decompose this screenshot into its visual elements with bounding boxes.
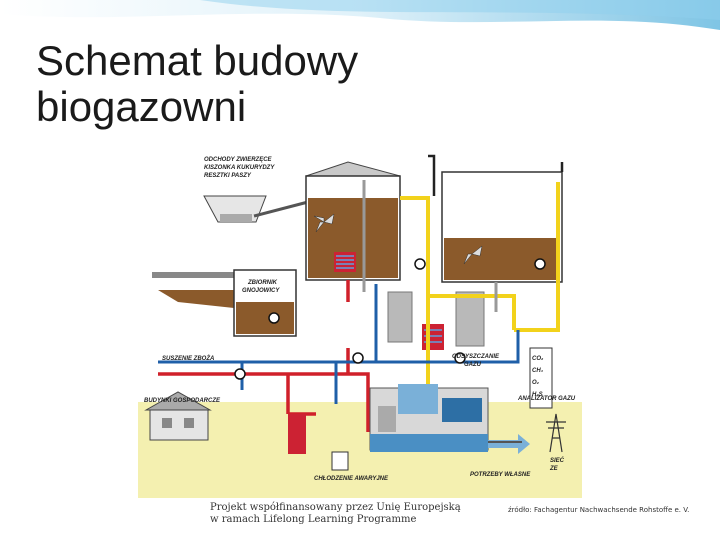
gas-h2s: H₂S (532, 392, 543, 398)
footer-line-2: w ramach Lifelong Learning Programme (210, 514, 417, 525)
footer-line-1: Projekt współfinansowany przez Unię Euro… (210, 502, 461, 513)
label-analyzer: ANALIZATOR GAZU (517, 396, 576, 402)
pump-icons (234, 258, 546, 380)
label-desulfur-l1: ODSYSZCZANIE (452, 354, 500, 360)
feed-conveyor (253, 200, 309, 218)
gas-o2: O₂ (532, 380, 540, 386)
digester-stirrer-icon (313, 213, 335, 233)
pipe-yellow-biogas (400, 182, 560, 432)
digester-roof (305, 161, 401, 177)
label-tank-l2: GNOJOWICY (242, 288, 280, 294)
gas-co2: CO₂ (532, 356, 544, 362)
label-grid-l2: ZE (549, 466, 559, 472)
title-line-2: biogazowni (36, 83, 247, 130)
label-waste-l3: RESZTKI PASZY (204, 173, 252, 179)
gas-ch4: CH₄ (532, 368, 544, 374)
label-desulfur-l2: GAZU (464, 362, 482, 368)
post-digester-stirrer-icon (463, 245, 483, 265)
power-arrow (488, 434, 530, 454)
biogas-plant-diagram: ODCHODY ZWIERZĘCE KISZONKA KUKURYDZY RES… (138, 154, 582, 498)
slurry-tank-content (236, 302, 294, 334)
heat-exchanger-icon (334, 252, 356, 272)
gas-tower-1 (387, 291, 413, 343)
pipe-gray (362, 180, 498, 312)
gas-tower-2 (455, 291, 485, 347)
label-own-needs: POTRZEBY WŁASNE (470, 472, 531, 478)
ground (138, 402, 582, 498)
farm-building-icon (144, 391, 212, 441)
gas-analyzer (529, 347, 553, 409)
label-heating: SUSZENIE ZBOŻA (162, 355, 214, 362)
chp-engine (369, 384, 489, 452)
decorative-wave-band (0, 0, 720, 30)
feed-ramp-slope (158, 290, 234, 308)
title-line-1: Schemat budowy (36, 37, 359, 84)
label-grid-l1: SIEĆ (550, 457, 565, 464)
label-emergency: CHŁODZENIE AWARYJNE (314, 476, 389, 482)
feed-hopper-base (220, 214, 252, 222)
label-waste-l2: KISZONKA KUKURYDZY (204, 165, 275, 171)
feed-ramp (152, 272, 242, 278)
emergency-cooler (331, 451, 349, 471)
pipe-black-return (428, 154, 564, 196)
page-title: Schemat budowy biogazowni (36, 38, 516, 130)
label-tank-l1: ZBIORNIK (247, 280, 278, 286)
power-pylon-icon (546, 413, 566, 453)
footer-funding: Projekt współfinansowany przez Unię Euro… (210, 502, 461, 526)
label-waste-l1: ODCHODY ZWIERZĘCE (204, 157, 273, 163)
label-buildings: BUDYNKI GOSPODARCZE (144, 398, 221, 404)
source-note: źródło: Fachagentur Nachwachsende Rohsto… (508, 506, 690, 514)
gas-cleaner-icon (422, 324, 444, 350)
cooler-unit (288, 414, 306, 454)
